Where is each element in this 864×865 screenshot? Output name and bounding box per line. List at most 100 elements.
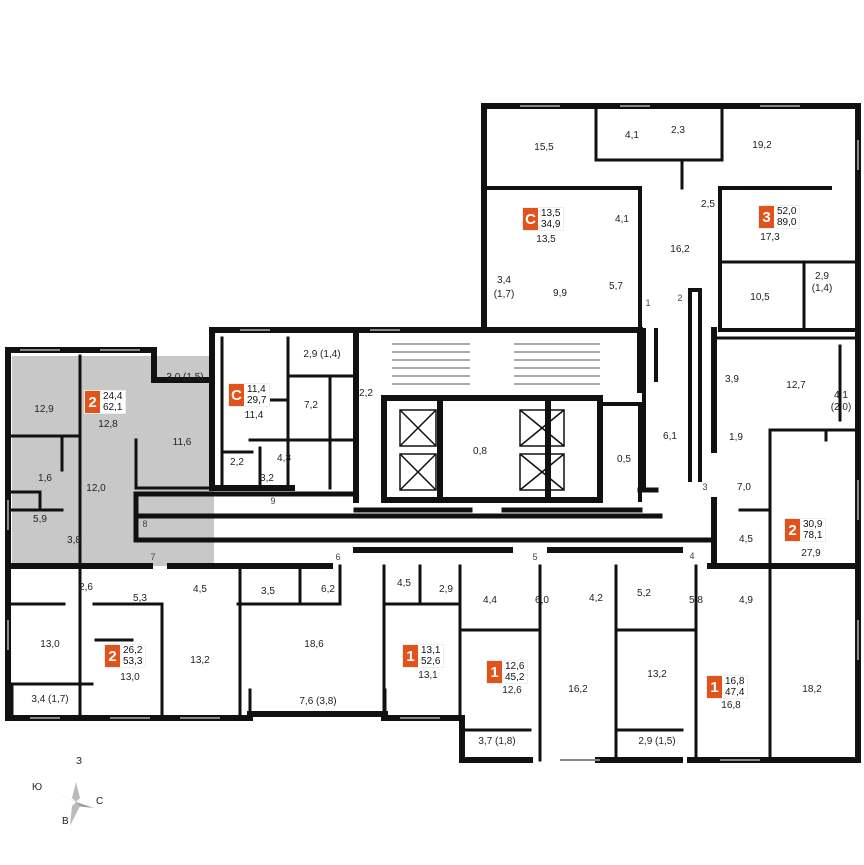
room-area: 15,5	[534, 142, 554, 153]
room-area: 4,2	[589, 593, 603, 604]
room-area: 7,2	[304, 400, 318, 411]
room-area: 11,6	[172, 437, 192, 448]
compass-north: З	[76, 756, 83, 767]
living-area: 11,4	[247, 384, 266, 395]
room-area: 19,2	[752, 140, 772, 151]
living-area: 24,4	[103, 391, 123, 402]
living-area: 16,8	[725, 676, 745, 687]
room-area: 27,9	[801, 548, 821, 559]
room-area: 13,0	[40, 639, 60, 650]
room-area: 0,8	[473, 446, 487, 457]
room-area: 12,7	[786, 380, 806, 391]
living-area: 30,9	[803, 519, 823, 530]
compass-east: С	[96, 796, 104, 807]
total-area: 89,0	[777, 217, 797, 228]
room-area: 2,5	[701, 199, 715, 210]
room-area: 4,3	[277, 453, 291, 464]
room-area: 1,6	[38, 473, 52, 484]
room-area: 12,8	[98, 419, 118, 430]
total-area: 47,4	[725, 687, 745, 698]
room-count: С	[229, 384, 244, 406]
room-area: 4,1	[615, 214, 629, 225]
room-area: 4,4	[483, 595, 497, 606]
room-area: 13,5	[536, 234, 556, 245]
room-area: 2,9	[439, 584, 453, 595]
walls	[5, 103, 861, 763]
room-area: 2,9	[815, 271, 829, 282]
room-area: 10,5	[750, 292, 770, 303]
entrance-number: 4	[689, 551, 695, 561]
room-area: 0,5	[617, 454, 631, 465]
room-count: 1	[487, 661, 502, 683]
room-area: 13,2	[647, 669, 667, 680]
room-area: 4,1	[834, 390, 848, 401]
room-area: 4,5	[397, 578, 411, 589]
living-area: 13,1	[421, 645, 441, 656]
entrance-number: 9	[270, 496, 276, 506]
room-area: 13,2	[190, 655, 210, 666]
living-area: 52,0	[777, 206, 797, 217]
compass-west: Ю	[32, 782, 43, 793]
room-count: 2	[105, 645, 120, 667]
room-area: 5,9	[33, 514, 47, 525]
total-area: 29,7	[247, 395, 267, 406]
room-area: 3,9	[725, 374, 739, 385]
room-area: 12,0	[86, 483, 106, 494]
room-count: 2	[785, 519, 800, 541]
room-area: (2,0)	[830, 402, 852, 413]
room-area: 6,0	[535, 595, 549, 606]
room-area: 3,2	[260, 473, 274, 484]
living-area: 26,2	[123, 645, 143, 656]
room-count: 1	[403, 645, 418, 667]
living-area: 13,5	[541, 208, 561, 219]
room-area: 5,8	[689, 595, 703, 606]
entrance-number: 3	[702, 482, 708, 492]
highlighted-apartment[interactable]	[12, 356, 214, 566]
room-area: (1,7)	[493, 289, 515, 300]
room-area: 18,2	[802, 684, 822, 695]
total-area: 78,1	[803, 530, 823, 541]
entrance-number: 5	[532, 552, 538, 562]
total-area: 62,1	[103, 402, 123, 413]
windows	[7, 105, 859, 761]
entrance-number: 7	[150, 552, 156, 562]
room-area: 16,2	[568, 684, 588, 695]
entrance-number: 6	[335, 552, 341, 562]
room-area: 7,6 (3,8)	[299, 696, 337, 707]
room-area: 11,4	[244, 410, 264, 421]
room-area: 5,2	[637, 588, 651, 599]
total-area: 34,9	[541, 219, 561, 230]
room-count: 3	[759, 206, 774, 228]
room-area: 2,3	[671, 125, 685, 136]
total-area: 53,3	[123, 656, 143, 667]
room-area: 6,2	[321, 584, 335, 595]
room-area: 4,9	[739, 595, 753, 606]
room-area: 2,2	[230, 457, 244, 468]
room-area: 16,8	[721, 700, 741, 711]
living-area: 12,6	[505, 661, 525, 672]
compass-south: В	[62, 816, 69, 827]
room-area: 2,6	[79, 582, 93, 593]
room-area: 2,9 (1,4)	[303, 349, 341, 360]
room-area: 12,9	[34, 404, 54, 415]
room-area: 13,1	[418, 670, 438, 681]
room-area: 6,1	[663, 431, 677, 442]
compass: З С В Ю	[32, 756, 116, 860]
room-area: 3,5	[261, 586, 275, 597]
room-area: 4,1	[625, 130, 639, 141]
room-area: 7,0	[737, 482, 751, 493]
room-area: 4,5	[193, 584, 207, 595]
room-area: (1,4)	[811, 283, 833, 294]
room-area: 3,0 (1,5)	[166, 372, 204, 383]
room-area: 18,6	[304, 639, 324, 650]
room-area: 17,3	[760, 232, 780, 243]
